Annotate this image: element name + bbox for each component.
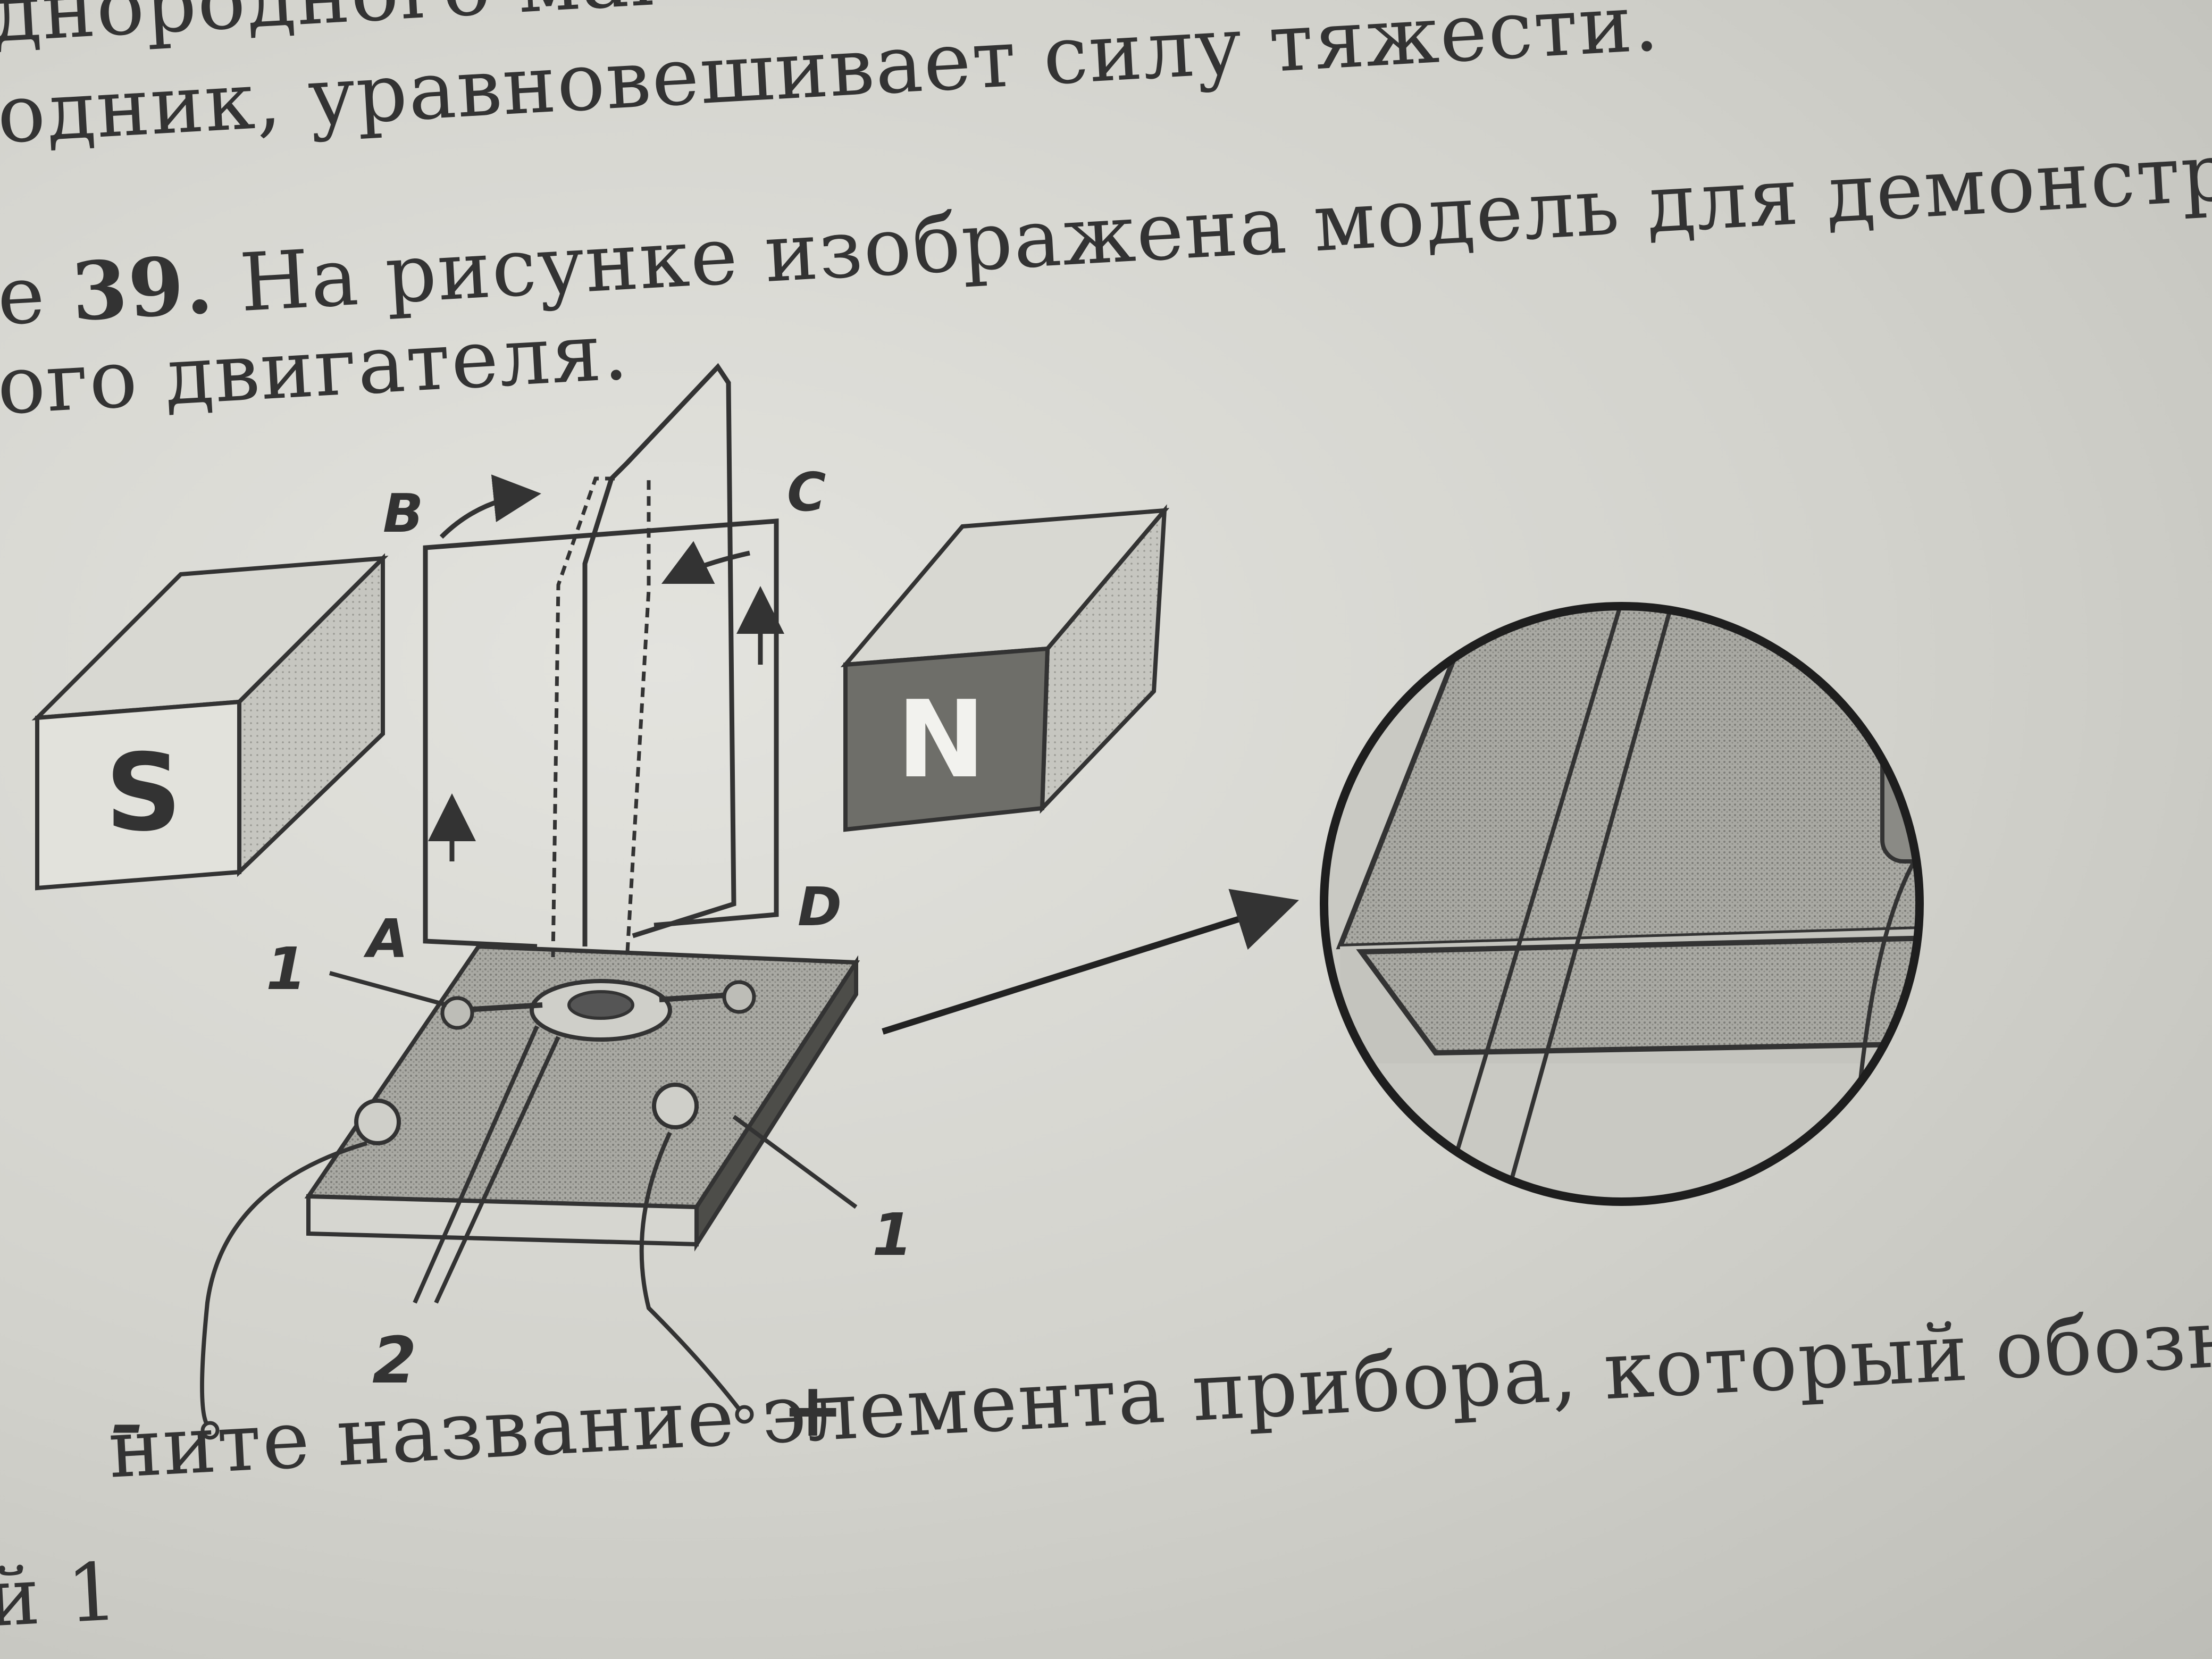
zoom-label-1: 1 bbox=[1755, 366, 1796, 434]
point-c-label: C bbox=[787, 461, 826, 523]
north-pole-label: N bbox=[896, 678, 985, 802]
south-magnet: S bbox=[31, 553, 389, 891]
label-1-right: 1 bbox=[872, 1201, 913, 1269]
zoom-label-4: 4 bbox=[1682, 408, 1724, 476]
commutator bbox=[354, 979, 756, 1145]
point-d-label: D bbox=[798, 876, 842, 938]
plus-label: + bbox=[782, 1367, 844, 1454]
zoom-pointer-arrow bbox=[882, 889, 1299, 1035]
minus-label: – bbox=[112, 1388, 144, 1462]
point-a-label: A bbox=[363, 908, 408, 970]
wire-frame bbox=[423, 363, 784, 958]
north-magnet: N bbox=[840, 504, 1170, 832]
label-2: 2 bbox=[372, 1324, 417, 1398]
base-board bbox=[304, 944, 860, 1252]
terminal-wires bbox=[200, 971, 858, 1427]
south-pole-label: S bbox=[105, 731, 182, 855]
text-line-7: й 1 bbox=[0, 1545, 121, 1645]
zoom-detail: 4 1 bbox=[1320, 366, 1924, 1206]
label-1-left: 1 bbox=[266, 935, 307, 1003]
point-b-label: B bbox=[383, 482, 423, 544]
plus-terminal-icon bbox=[735, 1405, 754, 1424]
minus-terminal-icon bbox=[200, 1421, 220, 1440]
